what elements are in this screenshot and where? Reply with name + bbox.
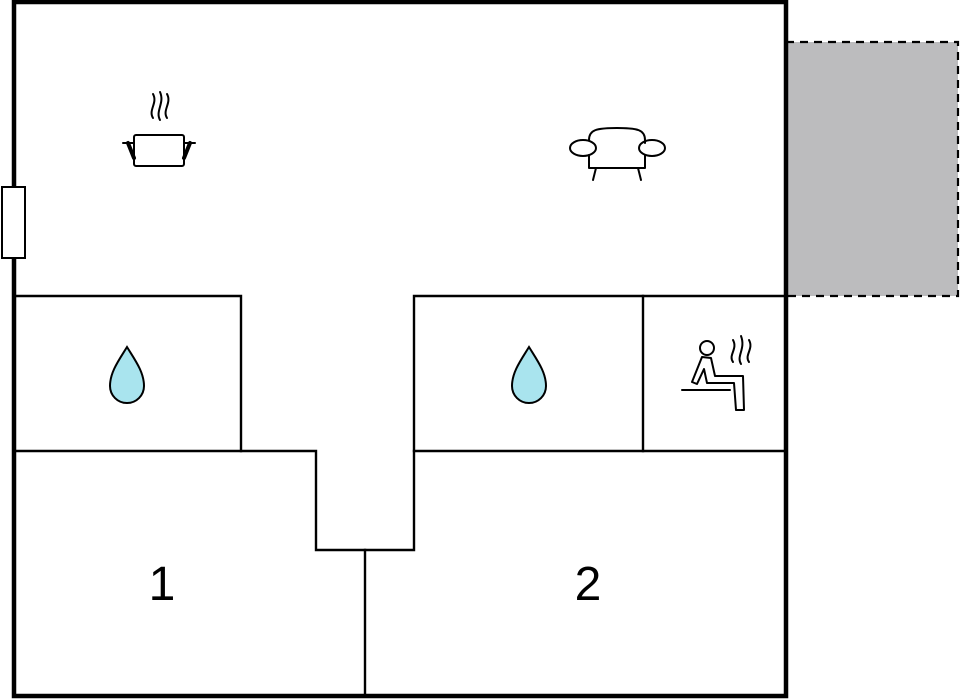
water-drop-icon <box>510 345 548 404</box>
sauna-icon <box>681 335 752 411</box>
room-label-bedroom-1: 1 <box>149 558 176 611</box>
entrance-door <box>1 186 26 259</box>
water-drop-icon <box>108 345 146 404</box>
interior-walls <box>12 294 787 698</box>
cooking-pot-icon <box>122 91 196 167</box>
room-label-bedroom-2: 2 <box>575 558 602 611</box>
terrace-area <box>784 40 960 298</box>
sofa-icon <box>569 127 666 181</box>
outer-wall <box>11 0 789 699</box>
